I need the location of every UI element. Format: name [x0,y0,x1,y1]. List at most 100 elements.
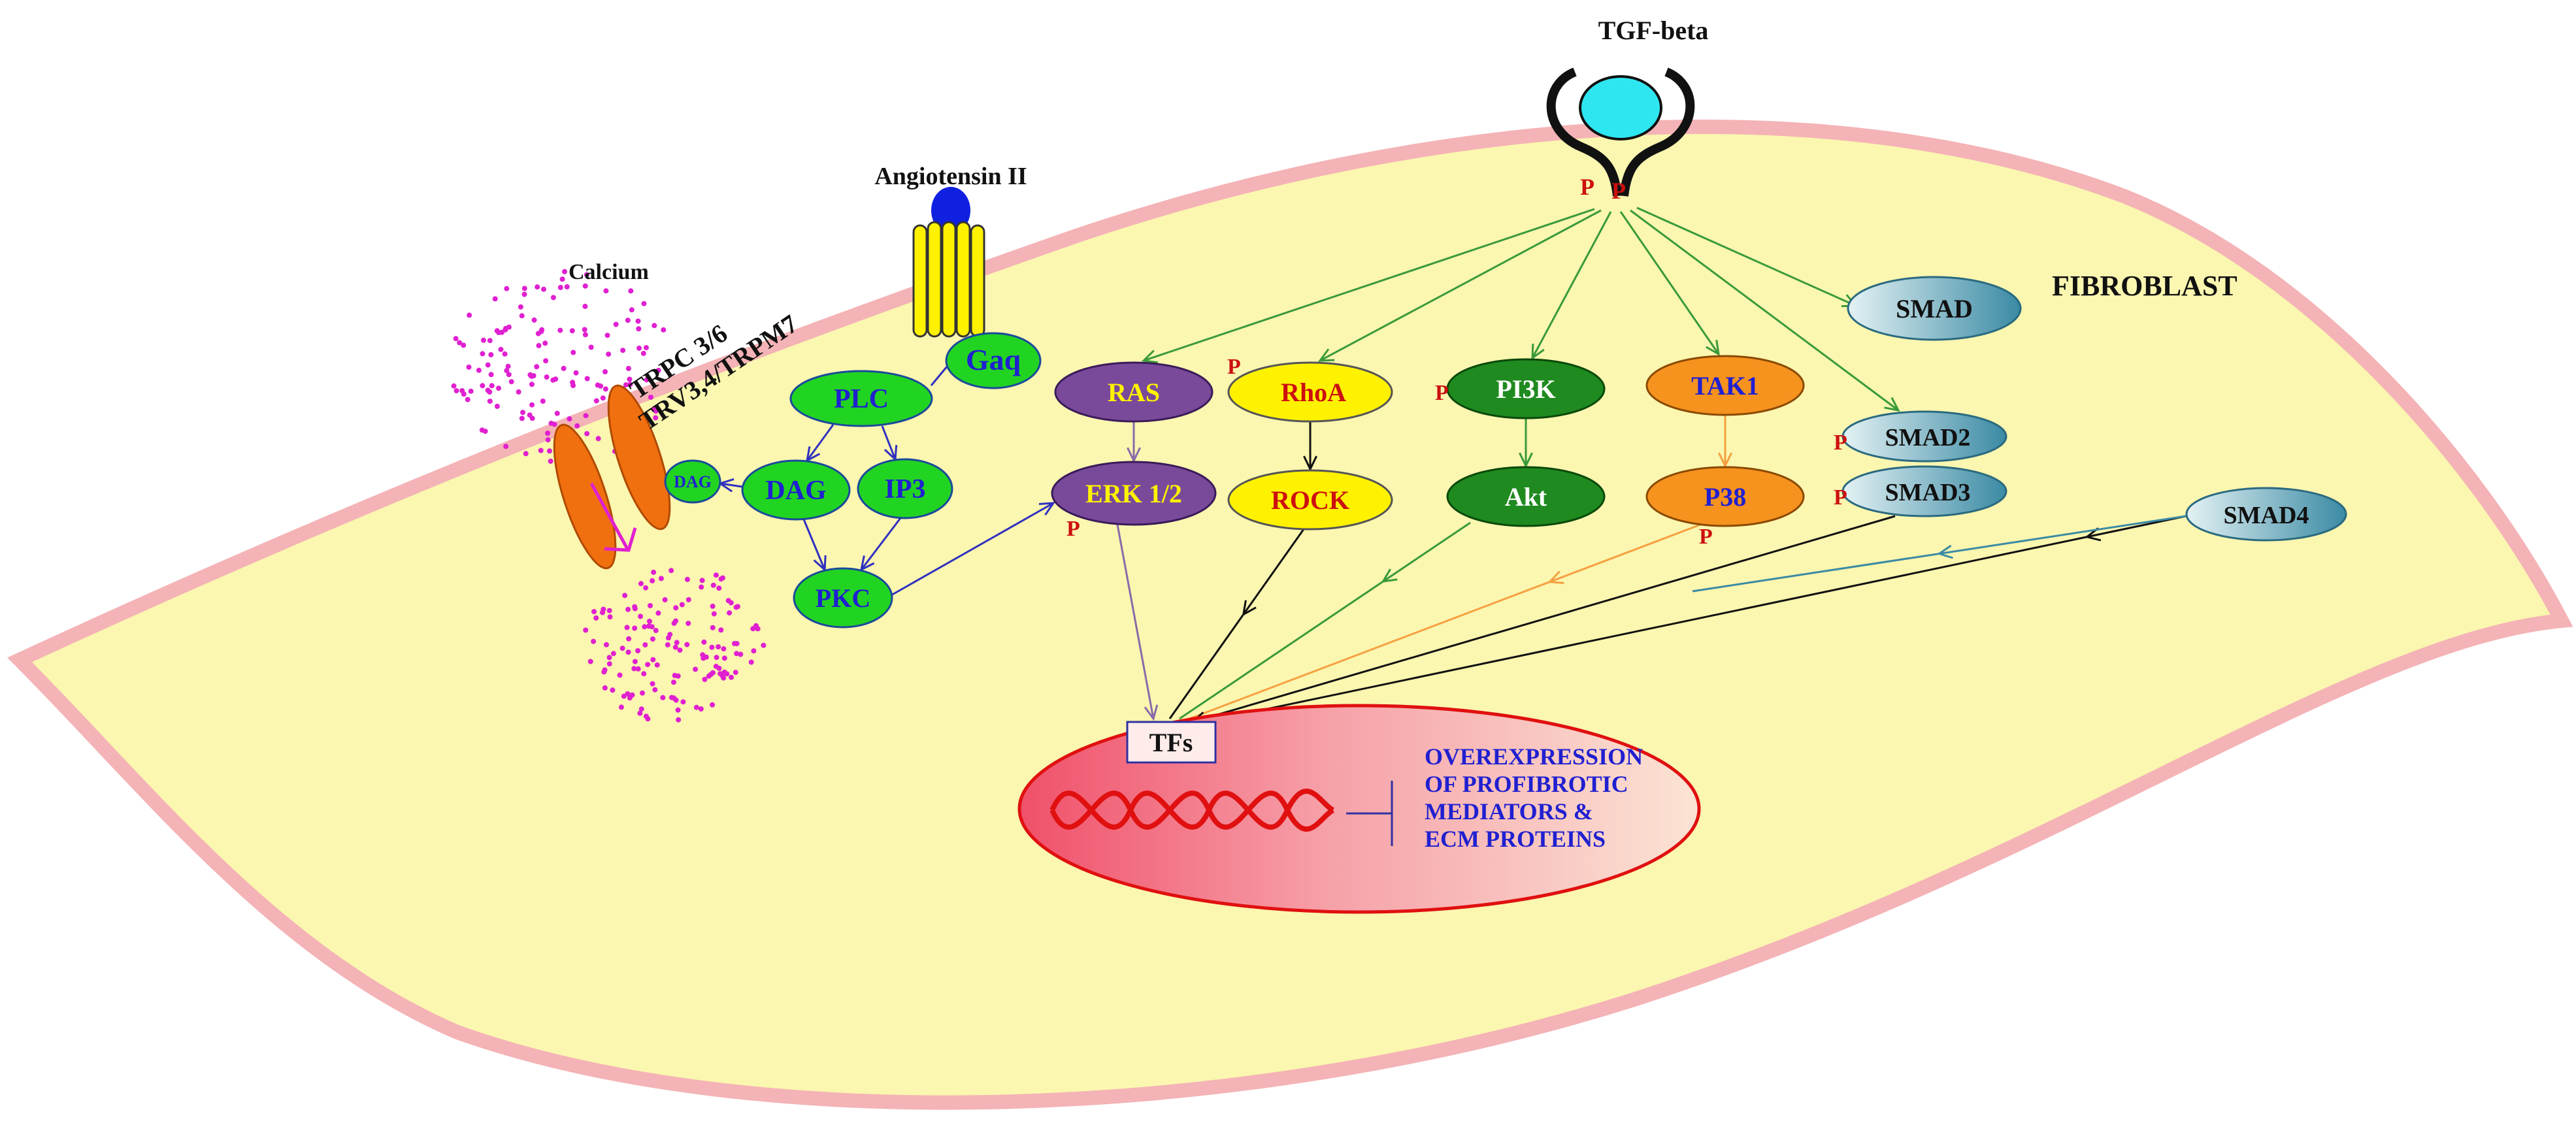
calcium-dot [635,318,641,324]
arrow-rock-tfs-head [1242,600,1257,617]
calcium-dot [647,619,652,624]
calcium-dot [480,351,486,357]
calcium-dot [699,584,704,590]
calcium-dot [716,585,722,591]
calcium-dot [606,351,612,357]
arrow-smad3-tfs [1192,515,1896,723]
arrow-plc-dag [806,424,834,461]
calcium-dot [636,326,642,332]
calcium-dot [531,317,537,323]
calcium-dot [653,628,659,633]
calcium-dot [593,615,599,621]
calcium-dot [710,625,716,630]
calcium-dot [557,285,563,290]
calcium-dot [676,717,682,723]
calcium-dot [454,388,459,394]
calcium-dot [595,382,601,388]
calcium-dot [465,397,471,402]
calcium-dot [544,374,550,380]
calcium-dot [646,623,652,629]
calcium-dot [618,704,624,710]
node-erk: ERK 1/2 [1051,461,1217,526]
calcium-dot [480,383,486,389]
tfs-label: TFs [1149,728,1193,757]
calcium-dot [628,288,634,294]
calcium-dot [658,576,664,581]
calcium-dot [584,431,590,436]
calcium-dot [748,659,754,665]
calcium-dot [540,399,546,404]
calcium-dot [667,632,673,638]
calcium-dot [750,626,756,632]
arrow-erk-tfs-head [1144,704,1159,721]
calcium-dot [554,410,560,416]
calcium-dot [650,657,656,662]
calcium-dot [661,327,667,333]
node-smad3: SMAD3 [1841,465,2007,517]
calcium-dot [466,364,472,370]
nucleus: TFs OVEREXPRESSION OF PROFIBROTIC MEDIAT… [1017,704,1701,914]
calcium-dot [718,576,724,582]
arrow-tak1-p38-head [1718,452,1732,468]
calcium-dot [735,604,740,610]
arrow-tgf-rhoa [1319,209,1602,362]
calcium-dot [641,301,647,306]
node-rock: ROCK [1227,469,1393,531]
tfs-box [1126,721,1217,764]
calcium-dot [561,365,567,371]
calcium-dot [519,416,525,421]
calcium-dot [574,423,580,429]
node-pkc: PKC [793,567,893,629]
calcium-dot [643,585,649,591]
calcium-dot [650,578,655,583]
calcium-dot [610,651,616,657]
calcium-dot [527,412,533,418]
calcium-dot [702,676,708,682]
calcium-dot [626,636,632,642]
calcium-dot [673,618,678,624]
calcium-dot [603,642,609,647]
calcium-dot [545,437,551,443]
pkc-label: PKC [816,583,870,613]
akt-label: Akt [1505,482,1547,512]
calcium-dot [725,598,731,604]
calcium-dot [503,444,509,449]
arrow-erk-tfs [1116,524,1155,719]
calcium-dot [734,651,740,657]
arrow-gaq-plc [930,365,949,386]
calcium-dot [536,343,542,348]
calcium-dot [673,605,679,611]
calcium-dot [710,582,716,588]
calcium-dot [502,351,508,357]
calcium-dot [535,331,541,336]
calcium-dot [710,670,716,676]
calcium-dot [504,286,510,291]
rock-label: ROCK [1271,485,1349,515]
calcium-dot [516,389,521,395]
calcium-dot [655,367,661,373]
arrow-tgf-ras-head [1141,350,1158,364]
calcium-dot [716,644,721,649]
calcium-dot [650,681,655,687]
pathway-arrows [718,206,2187,726]
calcium-dot [655,610,661,616]
calcium-dot [607,614,613,620]
calcium-dot [487,389,493,395]
calcium-dot [518,304,523,310]
calcium-dot [629,307,635,313]
arrow-dag-pkc [802,519,826,570]
calcium-dot [583,627,589,633]
calcium-dot [494,403,500,409]
calcium-dot [711,611,717,617]
arrow-pkc-erk [889,502,1054,597]
calcium-dot [467,312,472,318]
pi3k-phospho: P [1435,381,1449,405]
calcium-dot [643,345,649,351]
calcium-dot [564,284,570,289]
outcome-line-4: ECM PROTEINS [1425,826,1606,852]
ip3-label: IP3 [885,474,926,504]
node-smad: SMAD [1847,276,2022,341]
rhoa-label: RhoA [1281,378,1346,407]
calcium-dot [625,606,631,612]
calcium-dot [567,416,572,421]
